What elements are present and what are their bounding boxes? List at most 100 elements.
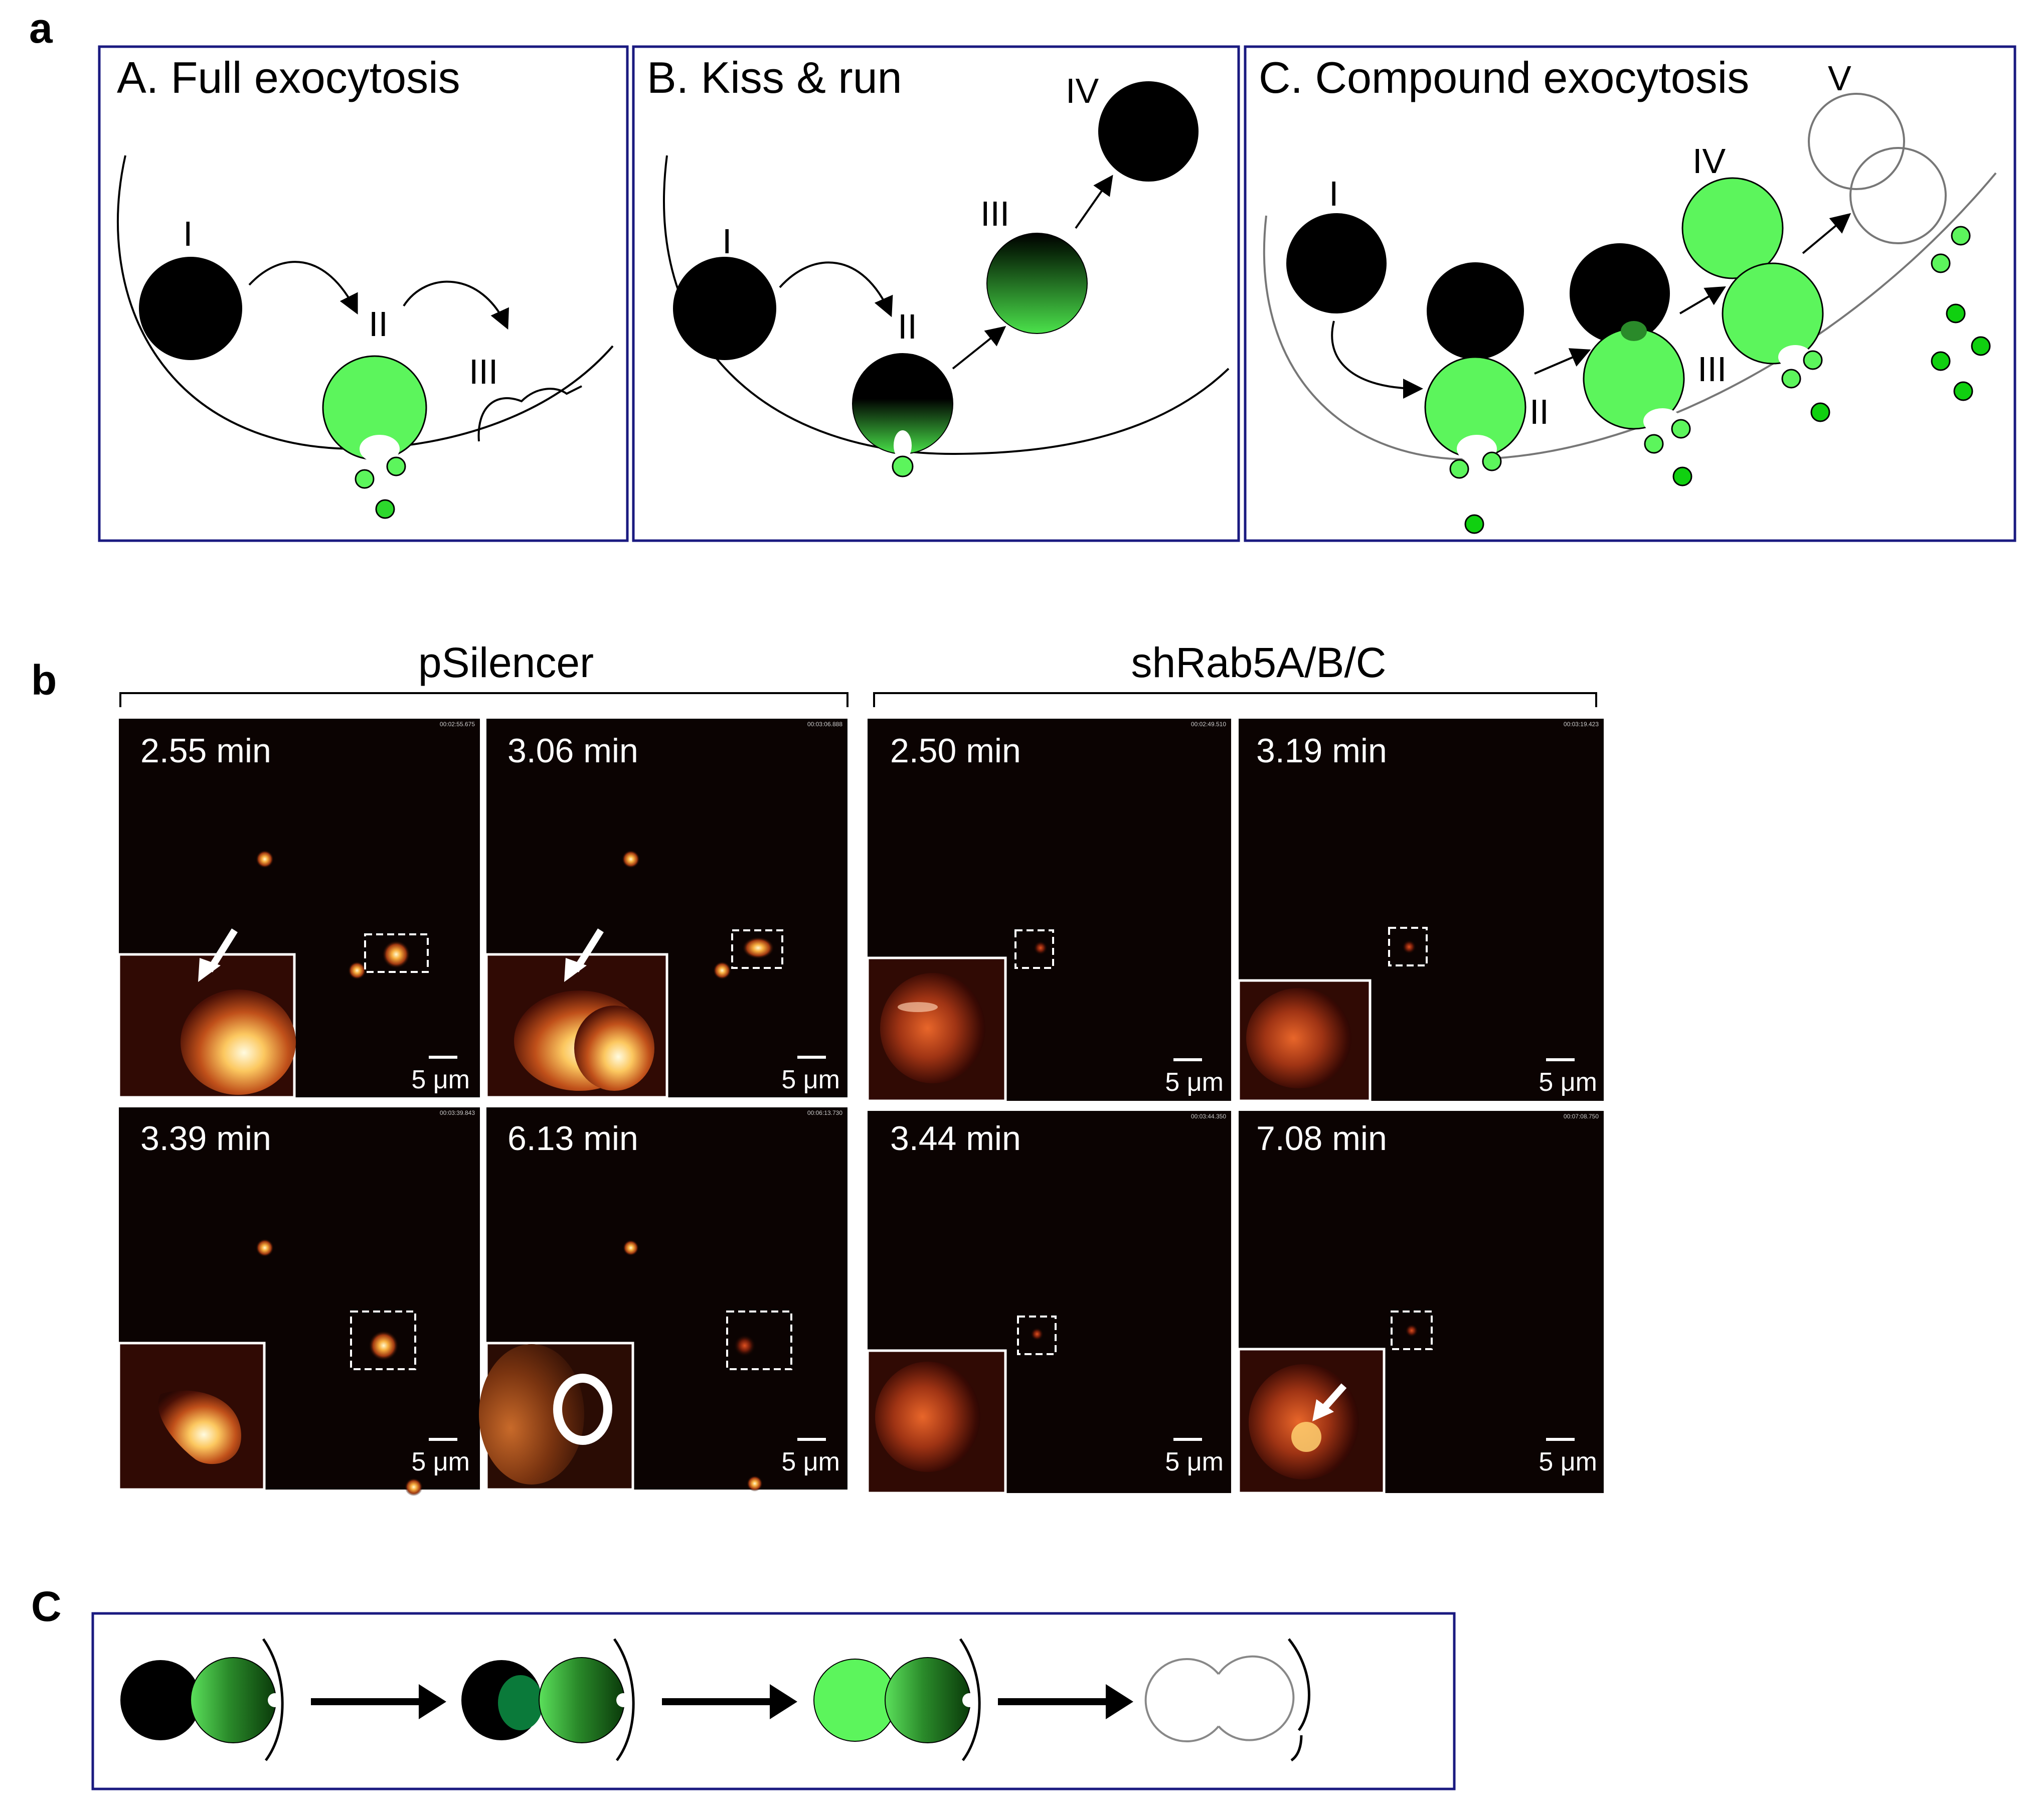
cell-membrane [117, 155, 614, 450]
bracket-psilencer [119, 692, 848, 707]
released-content [1482, 451, 1502, 471]
fusion-pore [268, 1693, 282, 1707]
vesicle-black [673, 257, 776, 360]
timestamp: 00:02:55.675 [440, 721, 475, 728]
scale-label: 5 μm [1539, 1447, 1597, 1477]
time-label: 7.08 min [1256, 1119, 1387, 1158]
vesicle-gradient [539, 1657, 625, 1743]
step-I: I [1329, 174, 1338, 213]
roi-box [731, 929, 783, 969]
scale-label: 5 μm [1165, 1447, 1224, 1477]
panel-label-b: b [31, 657, 57, 704]
roi-box [364, 933, 429, 973]
fusion-neck [498, 1675, 543, 1730]
released-content [1951, 226, 1971, 246]
time-label: 6.13 min [507, 1119, 638, 1158]
micrograph-tile-8: 7.08 min 00:07:08.750 5 μm [1237, 1111, 1604, 1495]
scale-label: 5 μm [411, 1447, 470, 1477]
timestamp: 00:02:49.510 [1191, 721, 1226, 728]
arrow-III-IV [1075, 175, 1113, 229]
vesicle-green [1681, 177, 1784, 279]
micrograph-tile-4: 3.19 min 00:03:19.423 5 μm [1237, 719, 1604, 1102]
scale-label: 5 μm [781, 1065, 840, 1094]
timestamp: 00:03:44.350 [1191, 1113, 1226, 1120]
released-content [1946, 303, 1966, 323]
vesicle-gradient [190, 1657, 276, 1743]
time-label: 3.19 min [1256, 732, 1387, 770]
micrograph-tile-1: 2.55 min 00:02:55.675 5 μm [117, 719, 480, 1099]
released-content [1953, 381, 1973, 401]
membrane-segment [613, 1638, 635, 1761]
step-II: II [898, 307, 917, 346]
released-content [1464, 514, 1484, 534]
released-content [1810, 402, 1830, 422]
released-content [892, 455, 914, 477]
arrow-III-IV [1679, 286, 1726, 314]
frame-a [98, 45, 629, 542]
title-kiss-and-run: B. Kiss & run [647, 53, 902, 102]
timestamp: 00:03:06.888 [807, 721, 842, 728]
roi-box [1017, 1316, 1057, 1355]
panel-a-kiss-and-run: B. Kiss & run I II III IV [632, 45, 1240, 542]
panel-c-schematic [91, 1612, 1456, 1790]
step-I: I [183, 214, 193, 253]
released-content [386, 456, 406, 476]
timestamp: 00:07:08.750 [1564, 1113, 1599, 1120]
panel-label-a: a [29, 5, 53, 52]
vesicle-gradient [885, 1657, 971, 1743]
panel-a-compound-exocytosis: C. Compound exocytosis V I II III IV [1244, 45, 2016, 542]
micrograph-tile-3: 2.50 min 00:02:49.510 5 μm [866, 719, 1231, 1102]
vesicle-empty [1218, 1655, 1295, 1736]
step-III: III [469, 352, 498, 391]
scale-label: 5 μm [1165, 1068, 1224, 1097]
scale-label: 5 μm [411, 1065, 470, 1094]
membrane-segment [959, 1638, 981, 1761]
released-content [1931, 253, 1951, 273]
timestamp: 00:03:39.843 [440, 1109, 475, 1116]
arrow-I-II [248, 261, 358, 315]
ring-outline [553, 1374, 612, 1445]
vesicle-empty [1849, 147, 1947, 244]
title-compound-exocytosis: C. Compound exocytosis [1259, 53, 1749, 102]
step-V: V [1828, 59, 1851, 98]
vesicle-black [1427, 262, 1524, 360]
panel-a-full-exocytosis: A. Full exocytosis I II III [98, 45, 629, 542]
membrane-segment [1288, 1638, 1310, 1731]
micrograph-tile-6: 6.13 min 00:06:13.730 5 μm [479, 1107, 847, 1492]
vesicle-green [1722, 262, 1824, 365]
released-content [355, 469, 375, 489]
released-content [1644, 434, 1664, 454]
step-III: III [1697, 350, 1727, 389]
frame-c-panel [91, 1612, 1456, 1790]
cell-membrane [1263, 172, 1997, 460]
time-label: 2.55 min [140, 732, 271, 770]
arrow-IV-V [1802, 213, 1851, 254]
released-content [1672, 466, 1692, 486]
step-IV: IV [1066, 71, 1099, 110]
released-content [1781, 369, 1801, 389]
step-IV: IV [1692, 141, 1726, 181]
micrograph-tile-5: 3.39 min 00:03:39.843 5 μm [117, 1107, 480, 1496]
released-content [1449, 459, 1469, 479]
released-content [1971, 336, 1991, 356]
released-content [375, 499, 395, 519]
fusion-neck [1621, 321, 1647, 341]
vesicle-empty [1808, 93, 1905, 190]
released-content [1671, 419, 1691, 439]
vesicle-black [120, 1660, 201, 1740]
fusion-pore [360, 435, 400, 463]
group-label-shrab5: shRab5A/B/C [1131, 639, 1387, 686]
arrow-II-III [403, 280, 509, 330]
vesicle-black [1570, 243, 1670, 344]
fusion-pore [894, 430, 912, 460]
step-II: II [1529, 392, 1549, 431]
vesicle-black [1286, 213, 1387, 313]
vesicle-black [139, 257, 242, 360]
roi-box [1014, 929, 1054, 969]
group-label-psilencer: pSilencer [418, 639, 594, 686]
flattened-vesicle [477, 385, 582, 442]
arrow-II-III [1534, 348, 1591, 375]
time-label: 3.39 min [140, 1119, 271, 1158]
time-label: 3.06 min [507, 732, 638, 770]
arrow-I-II [779, 261, 893, 317]
